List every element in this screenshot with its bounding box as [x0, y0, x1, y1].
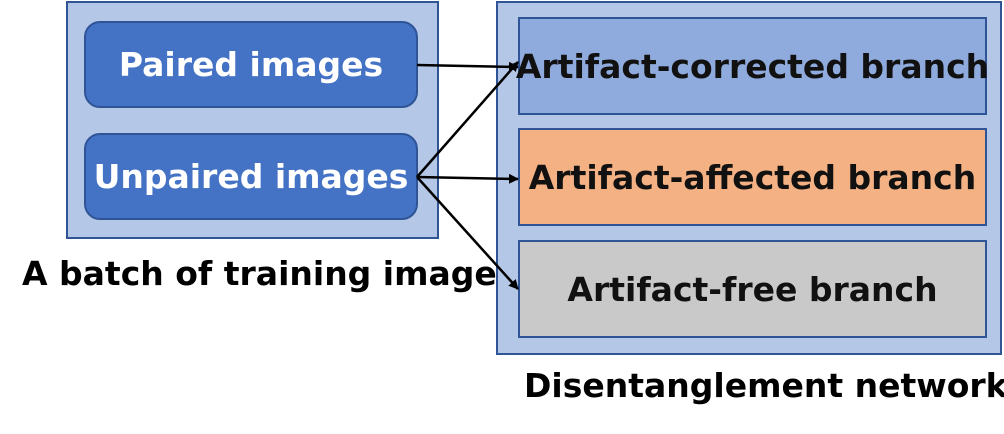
artifact-corrected-branch: Artifact-corrected branch	[516, 17, 989, 115]
paired-images-box: Paired images	[84, 21, 418, 108]
disentanglement-network-caption: Disentanglement network	[524, 366, 1004, 405]
artifact-free-branch: Artifact-free branch	[518, 240, 987, 338]
training-batch-caption: A batch of training images	[22, 254, 517, 293]
unpaired-images-box: Unpaired images	[84, 133, 418, 220]
artifact-affected-branch: Artifact-affected branch	[518, 128, 987, 226]
